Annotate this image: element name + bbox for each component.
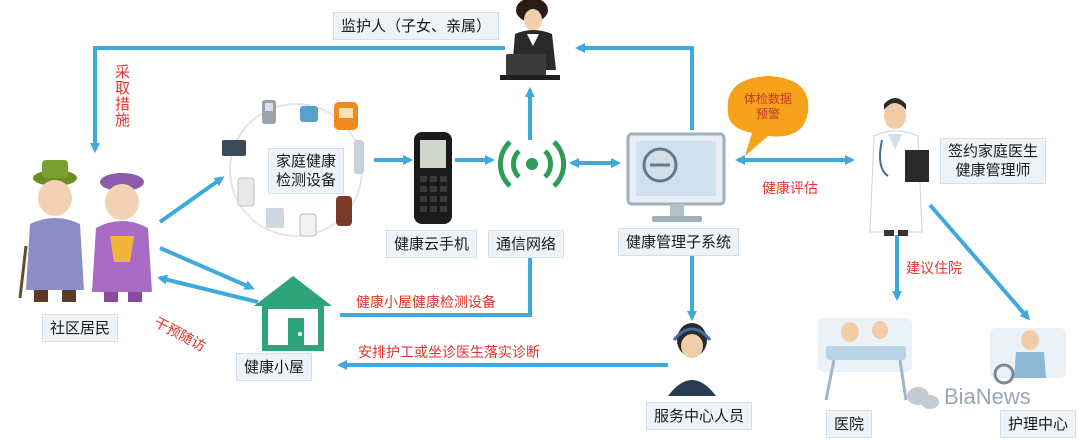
alert-bubble xyxy=(727,76,809,156)
arrange-label: 安排护工或坐诊医生落实诊断 xyxy=(358,345,540,361)
arrow-subsystem-to-guardian xyxy=(575,43,694,130)
arrow-residents-to-devices xyxy=(158,176,225,224)
hospital-scene xyxy=(818,318,912,401)
service-staff-label: 服务中心人员 xyxy=(646,402,753,430)
hut-label: 健康小屋 xyxy=(236,353,313,381)
care-center-label: 护理中心 xyxy=(1000,410,1077,438)
residents-label: 社区居民 xyxy=(42,314,119,342)
suggest-hospital-label: 建议住院 xyxy=(906,261,962,277)
guardian-figure xyxy=(500,0,560,80)
home-devices-label: 家庭健康 检测设备 xyxy=(268,148,345,194)
subsystem-label: 健康管理子系统 xyxy=(618,228,740,256)
residents-figure xyxy=(18,160,152,302)
arrow-hut-to-residents xyxy=(157,274,259,304)
health-eval-label: 健康评估 xyxy=(762,181,818,197)
computer-icon xyxy=(626,132,726,222)
wireless-network-icon xyxy=(497,140,567,188)
watermark-logo xyxy=(907,387,939,409)
care-center-scene xyxy=(990,328,1066,385)
network-label: 通信网络 xyxy=(488,230,565,258)
doctor-figure xyxy=(869,98,929,236)
home-devices-cluster xyxy=(222,100,364,237)
doctor-label: 签约家庭医生 健康管理师 xyxy=(940,138,1047,184)
guardian-label: 监护人（子女、亲属） xyxy=(333,12,500,40)
arrow-guardian-to-residents xyxy=(90,46,505,153)
hut-devices-label: 健康小屋健康检测设备 xyxy=(356,295,496,311)
watermark-text: BiaNews xyxy=(944,384,1031,409)
arrow-doctor-to-care-center xyxy=(928,203,1030,321)
take-action-label: 采取措施 xyxy=(113,64,131,128)
alert-text: 体检数据 预警 xyxy=(743,92,792,121)
arrow-residents-to-hut xyxy=(159,246,255,290)
phone-icon xyxy=(414,132,452,224)
arrow-hut-to-network xyxy=(340,247,535,317)
phone-label: 健康云手机 xyxy=(386,230,478,258)
hut-icon xyxy=(254,276,332,351)
service-staff-figure xyxy=(668,323,716,396)
hospital-label: 医院 xyxy=(826,410,873,438)
flow-arrows xyxy=(90,43,1030,370)
